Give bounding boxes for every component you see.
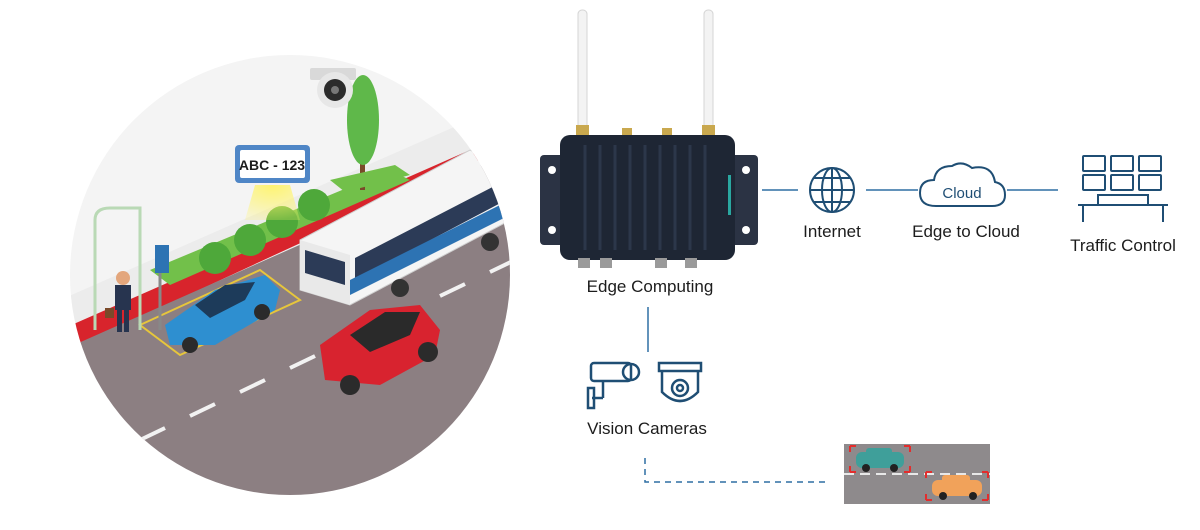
blue-car (165, 275, 280, 353)
connector-lines (644, 189, 1058, 483)
edge-computing-label: Edge Computing (586, 277, 714, 296)
plate-text: ABC - 123 (239, 157, 305, 173)
license-plate: ABC - 123 (235, 145, 310, 183)
traffic-control-icon (1078, 155, 1168, 222)
detection-boxes (849, 445, 989, 501)
detected-car-orange (932, 475, 982, 500)
cloud-icon: Cloud (918, 162, 1007, 207)
red-car (320, 305, 440, 395)
dome-camera-icon (310, 68, 356, 108)
dome-camera-outline-icon (657, 361, 703, 403)
traffic-control-label: Traffic Control (1070, 236, 1176, 255)
bushes (199, 189, 330, 274)
internet-label: Internet (803, 222, 861, 241)
edge-to-cloud-label: Edge to Cloud (912, 222, 1020, 241)
cloud-word: Cloud (942, 185, 981, 202)
lane-markings (139, 258, 510, 442)
bullet-camera-icon (586, 361, 641, 410)
globe-icon (809, 167, 855, 213)
bus (299, 149, 510, 306)
street-scene-illustration: ABC - 123 (70, 55, 510, 495)
detected-car-teal (856, 448, 904, 472)
edge-computer-icon (540, 9, 758, 268)
road-detection-thumbnail (844, 444, 990, 504)
tree (330, 75, 410, 192)
pedestrian (105, 271, 131, 332)
vision-cameras-label: Vision Cameras (587, 419, 707, 438)
